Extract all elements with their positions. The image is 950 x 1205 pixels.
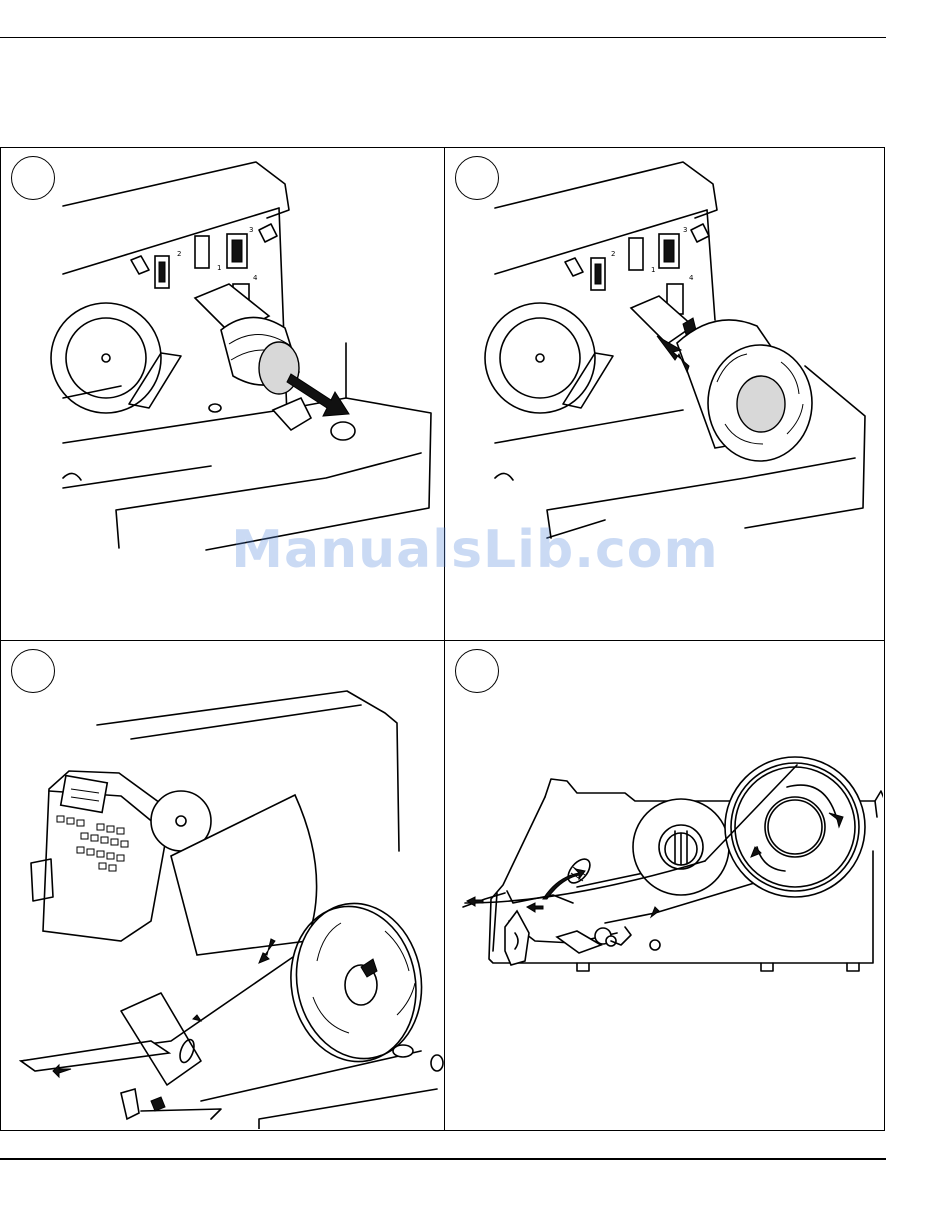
slot-label-1: 1 [217, 264, 221, 272]
slot-label-1: 1 [651, 266, 655, 274]
panel-step-3 [1, 641, 445, 1130]
illustration-thread-media [1, 641, 444, 1129]
slot-label-3: 3 [683, 226, 687, 234]
bottom-rule [0, 1158, 886, 1160]
panel-step-4 [445, 641, 884, 1130]
illustration-media-path-side-view [445, 641, 883, 1129]
panel-step-2: 2 3 1 4 [445, 148, 884, 641]
slot-label-4: 4 [253, 274, 258, 282]
top-rule [0, 37, 886, 38]
illustration-mount-roll: 2 3 1 4 [445, 148, 883, 640]
slot-label-3: 3 [249, 226, 253, 234]
illustration-insert-core: 2 3 1 4 [1, 148, 444, 640]
slot-label-4: 4 [689, 274, 694, 282]
slot-label-2: 2 [611, 250, 615, 258]
panel-step-1: 2 3 1 4 [1, 148, 445, 641]
instruction-grid: 2 3 1 4 [0, 147, 885, 1131]
slot-label-2: 2 [177, 250, 181, 258]
